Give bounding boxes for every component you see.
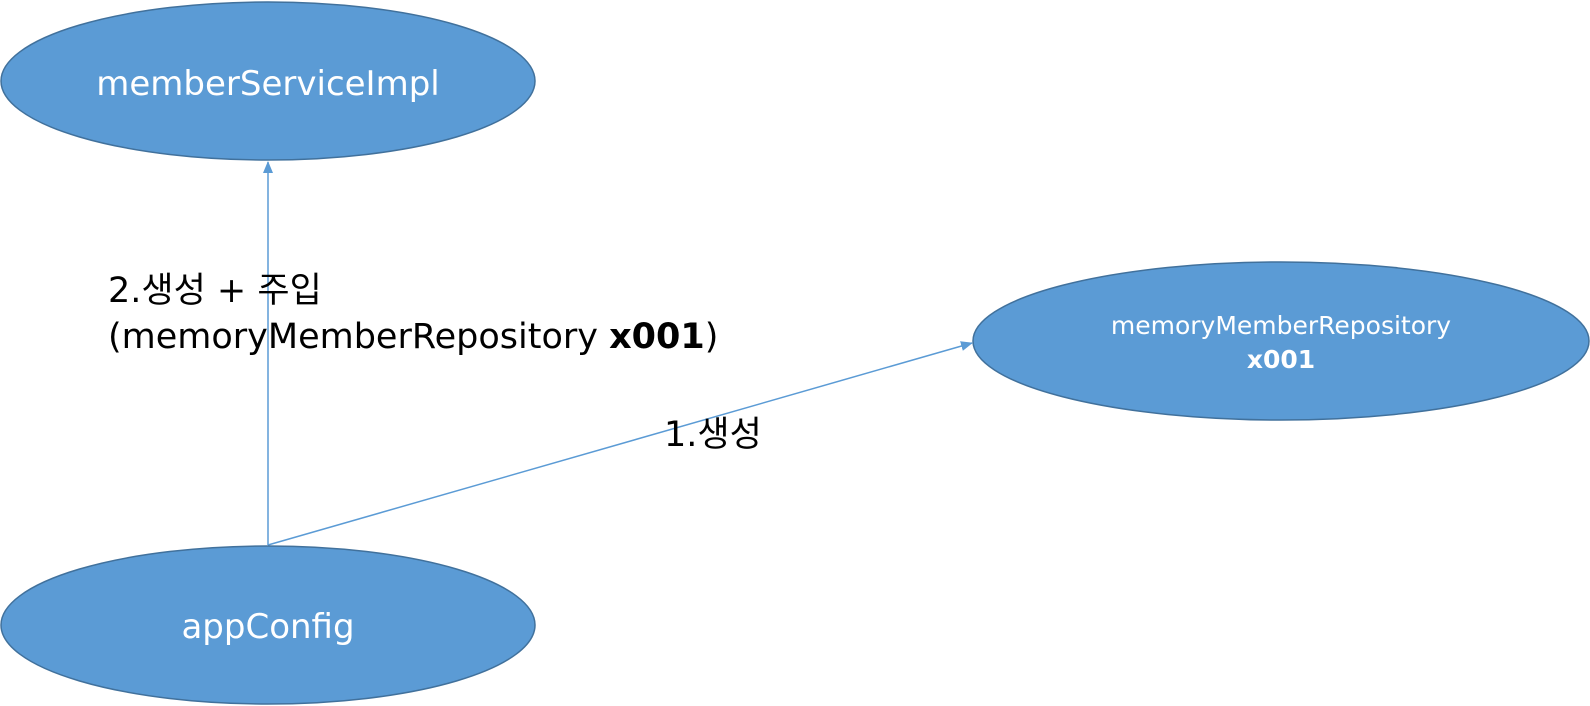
edge-label-line2: (memoryMemberRepository x001) [108, 314, 718, 360]
repository-name: memoryMemberRepository [1110, 311, 1452, 340]
edge-label-line2-prefix: (memoryMemberRepository [108, 317, 610, 357]
edge-label-line2-id: x001 [609, 317, 705, 357]
node-member-service-impl [0, 1, 536, 161]
edge-create-and-inject-label: 2.생성 + 주입 (memoryMemberRepository x001) [108, 268, 718, 360]
node-app-config [0, 545, 536, 705]
node-memory-member-repository-label: memoryMemberRepository x001 [1111, 309, 1451, 377]
node-memory-member-repository [972, 261, 1590, 421]
edge-label-line2-suffix: ) [704, 317, 719, 357]
node-app-config-label: appConfig [181, 607, 355, 647]
edge-create-repository [267, 341, 973, 546]
repository-id: x001 [1246, 345, 1316, 374]
edge-create-repository-label: 1.생성 [664, 415, 762, 455]
node-member-service-impl-label: memberServiceImpl [96, 64, 440, 104]
edge-label-line1: 2.생성 + 주입 [108, 271, 322, 311]
